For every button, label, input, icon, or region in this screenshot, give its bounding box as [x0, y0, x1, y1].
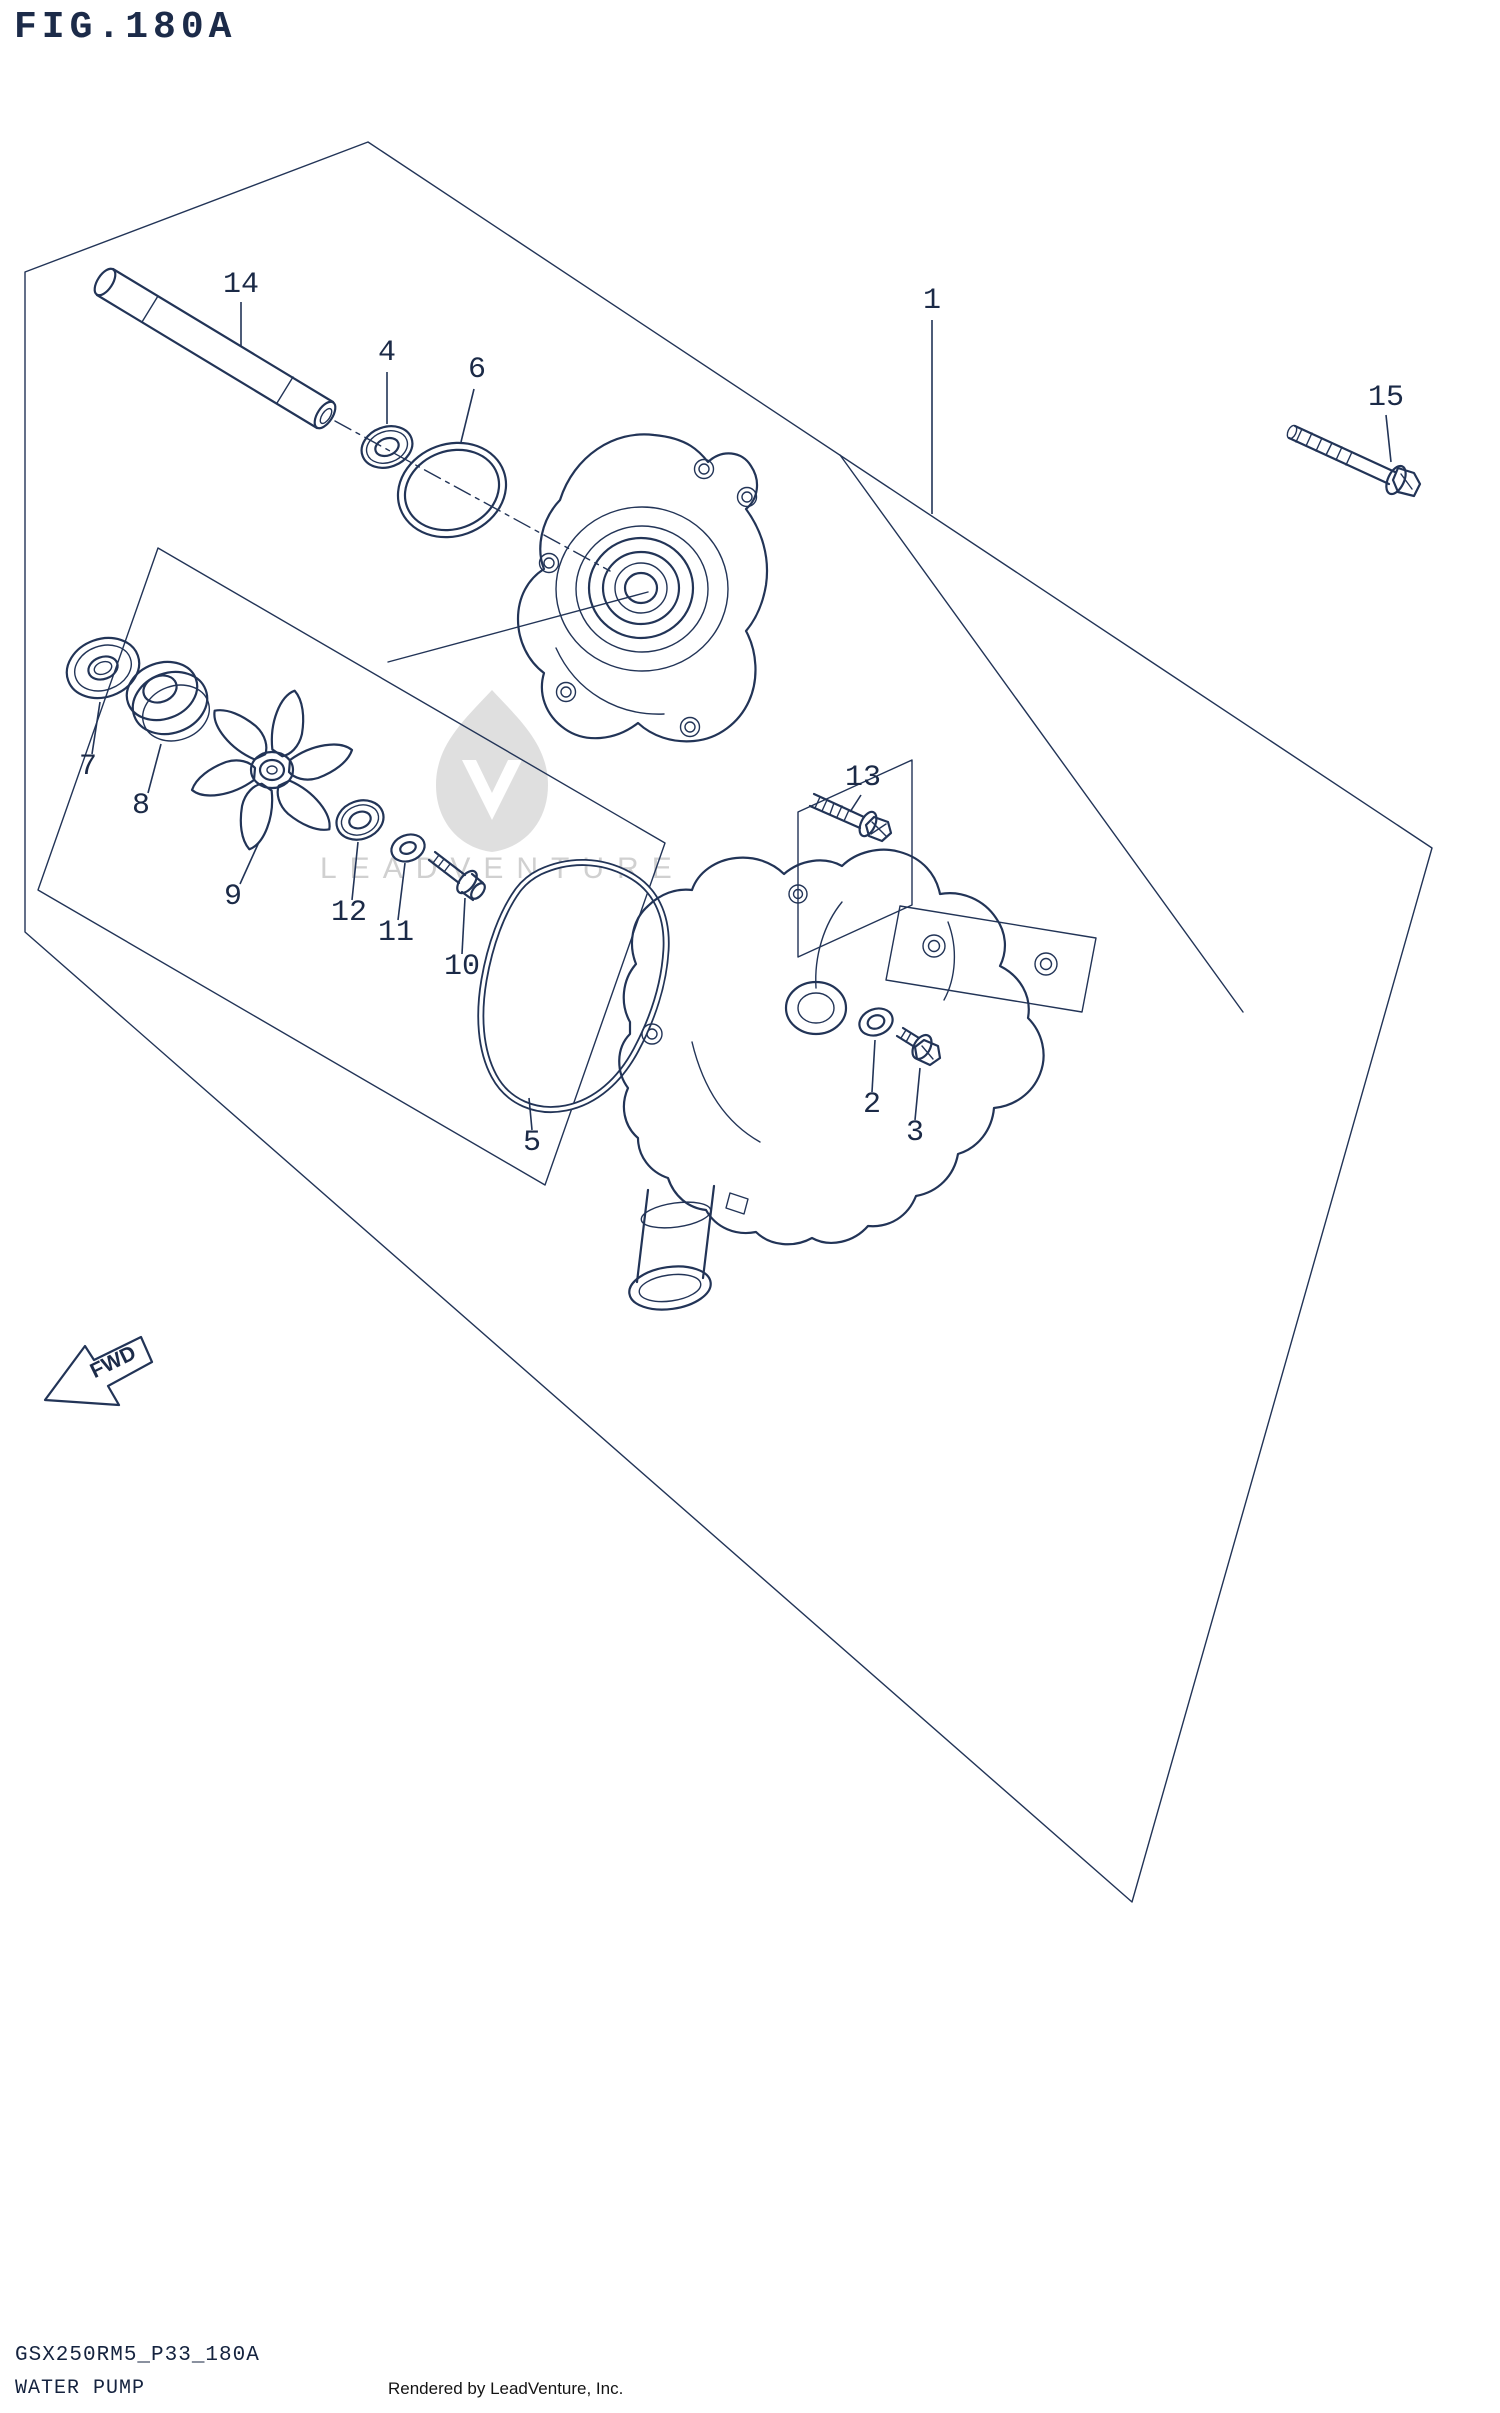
part-label-10: 10 — [444, 950, 480, 984]
part-5-gasket — [477, 859, 670, 1113]
part-label-9: 9 — [224, 880, 242, 914]
part-13-bolt — [808, 792, 893, 843]
watermark-logo-v — [462, 760, 522, 820]
footer-rendered-by: Rendered by LeadVenture, Inc. — [388, 2379, 624, 2398]
part-11-washer — [390, 833, 426, 863]
footer-model-code: GSX250RM5_P33_180A — [15, 2344, 260, 2367]
leadventure-watermark: LEADVENTURE — [320, 690, 685, 885]
fwd-arrow: FWD — [43, 1335, 154, 1407]
outer-box — [24, 141, 1433, 1903]
part-label-5: 5 — [523, 1126, 541, 1160]
bolt-15-threads — [1295, 428, 1353, 466]
footer-figure-name: WATER PUMP — [15, 2377, 146, 2400]
figure-title: FIG.180A — [14, 6, 237, 49]
part-9-impeller — [190, 686, 354, 854]
part-3-bolt — [895, 1026, 942, 1067]
leader-lines — [91, 302, 1392, 1131]
pump-body — [618, 848, 1097, 1311]
part-7-oil-seal — [65, 636, 141, 700]
part-label-15: 15 — [1368, 381, 1404, 415]
part-15-bolt — [1286, 424, 1422, 498]
part-label-13: 13 — [845, 761, 881, 795]
inner-panel — [37, 547, 666, 1186]
part-12-washer — [335, 799, 385, 841]
part-1-pump-cover — [516, 433, 769, 743]
part-label-14: 14 — [223, 268, 259, 302]
outlet-pipe — [628, 1184, 716, 1311]
part-6-o-ring — [396, 441, 508, 539]
part-label-8: 8 — [132, 789, 150, 823]
part-label-6: 6 — [468, 353, 486, 387]
part-labels: 1 2 3 4 5 6 7 8 9 10 11 12 13 14 15 — [79, 268, 1404, 1160]
part-label-12: 12 — [331, 896, 367, 930]
part-4-washer — [360, 425, 414, 469]
part-label-4: 4 — [378, 336, 396, 370]
fwd-label: FWD — [87, 1341, 140, 1383]
part-2-washer — [858, 1007, 894, 1037]
drain-tab — [725, 1192, 749, 1215]
part-label-3: 3 — [906, 1116, 924, 1150]
part-14-shaft — [93, 267, 337, 430]
part-10-bolt — [427, 850, 486, 902]
part-label-7: 7 — [79, 750, 97, 784]
watermark-logo — [436, 690, 548, 852]
part-label-2: 2 — [863, 1088, 881, 1122]
part-label-11: 11 — [378, 916, 414, 950]
pump-cover-bolt-holes — [538, 458, 758, 738]
part-8-mechanical-seal — [125, 660, 210, 742]
watermark-text: LEADVENTURE — [320, 852, 685, 885]
part-label-1: 1 — [923, 284, 941, 318]
